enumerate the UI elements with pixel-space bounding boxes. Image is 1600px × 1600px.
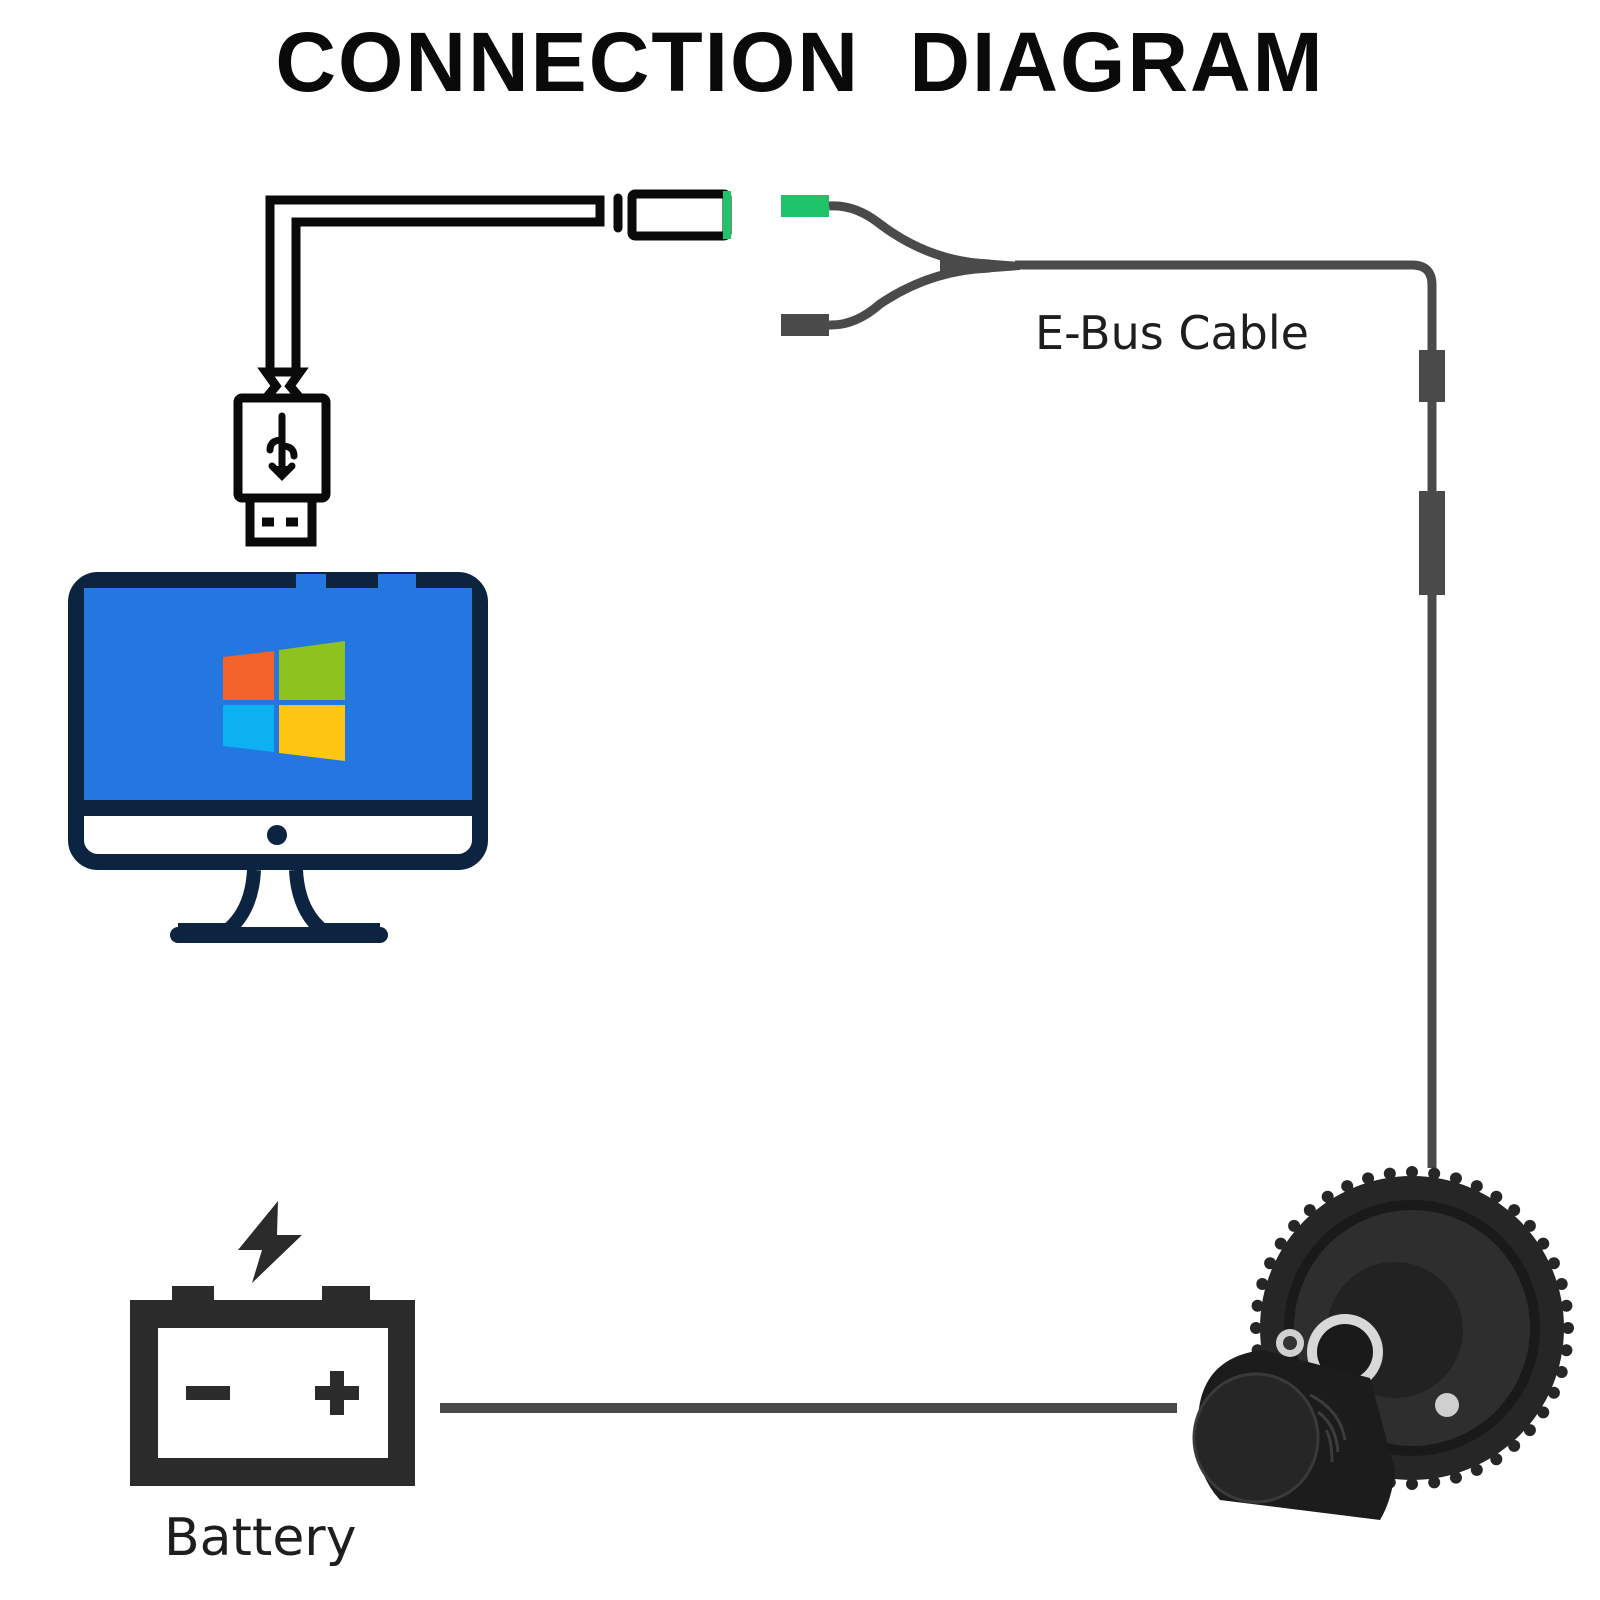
chainring-tooth bbox=[1449, 1172, 1462, 1185]
chainring-tooth bbox=[1537, 1406, 1550, 1419]
chainring-tooth bbox=[1508, 1439, 1521, 1452]
ebus-green-connector bbox=[781, 195, 829, 217]
usb-cable-outline bbox=[265, 195, 605, 372]
minus-sign bbox=[186, 1386, 230, 1400]
chainring-tooth bbox=[1547, 1257, 1560, 1270]
chainring-tooth bbox=[1555, 1278, 1568, 1291]
chainring-tooth bbox=[1523, 1219, 1536, 1232]
chainring-tooth bbox=[1508, 1204, 1521, 1217]
chainring-tooth bbox=[1251, 1299, 1264, 1312]
monitor-power-dot bbox=[267, 825, 287, 845]
chainring-tooth bbox=[1250, 1322, 1262, 1334]
y-split-cable-icon bbox=[781, 195, 1020, 336]
chainring-tooth bbox=[1321, 1190, 1334, 1203]
battery-label: Battery bbox=[164, 1508, 357, 1568]
ebus-gray-connector bbox=[781, 314, 829, 336]
chainring-tooth bbox=[1562, 1322, 1574, 1334]
chainring-tooth bbox=[1256, 1278, 1269, 1291]
chainring-tooth bbox=[1523, 1424, 1536, 1437]
windows-logo-icon bbox=[223, 641, 345, 761]
battery-icon bbox=[130, 1286, 415, 1486]
chainring-tooth bbox=[1383, 1167, 1396, 1180]
chainring-tooth bbox=[1470, 1463, 1483, 1476]
chainring-tooth bbox=[1560, 1344, 1573, 1357]
cable-junction-1 bbox=[1419, 350, 1445, 402]
usb-cable bbox=[265, 193, 623, 372]
usb-plug-icon bbox=[233, 367, 331, 547]
chainring-tooth bbox=[1490, 1453, 1503, 1466]
cable-junction-2 bbox=[1419, 491, 1445, 595]
chainring-tooth bbox=[1288, 1219, 1301, 1232]
lightning-bolt-icon bbox=[238, 1201, 302, 1283]
chainring-tooth bbox=[1547, 1386, 1560, 1399]
chainring-tooth bbox=[1428, 1476, 1441, 1489]
chainring-tooth bbox=[1274, 1237, 1287, 1250]
plus-sign-v bbox=[330, 1371, 344, 1415]
chainring-tooth bbox=[1537, 1237, 1550, 1250]
chainring-tooth bbox=[1406, 1166, 1418, 1178]
chainring-tooth bbox=[1362, 1172, 1375, 1185]
ebus-cable-line bbox=[1015, 260, 1437, 1168]
chainring-tooth bbox=[1406, 1478, 1418, 1490]
chainring-tooth bbox=[1428, 1167, 1441, 1180]
usb-to-ebus-adapter bbox=[627, 189, 732, 241]
chainring-tooth bbox=[1555, 1365, 1568, 1378]
diagram-title: CONNECTION DIAGRAM bbox=[275, 15, 1325, 109]
motor-icon bbox=[1192, 1166, 1574, 1520]
chainring-tooth bbox=[1490, 1190, 1503, 1203]
chainring-tooth bbox=[1303, 1204, 1316, 1217]
chainring-tooth bbox=[1470, 1180, 1483, 1193]
chainring-tooth bbox=[1341, 1180, 1354, 1193]
ebus-cable-label: E-Bus Cable bbox=[1035, 306, 1309, 360]
windows-monitor-icon bbox=[68, 572, 488, 943]
usb-symbol-icon bbox=[266, 412, 298, 481]
chainring-tooth bbox=[1264, 1257, 1277, 1270]
chainring-tooth bbox=[1449, 1471, 1462, 1484]
chainring-tooth bbox=[1560, 1299, 1573, 1312]
